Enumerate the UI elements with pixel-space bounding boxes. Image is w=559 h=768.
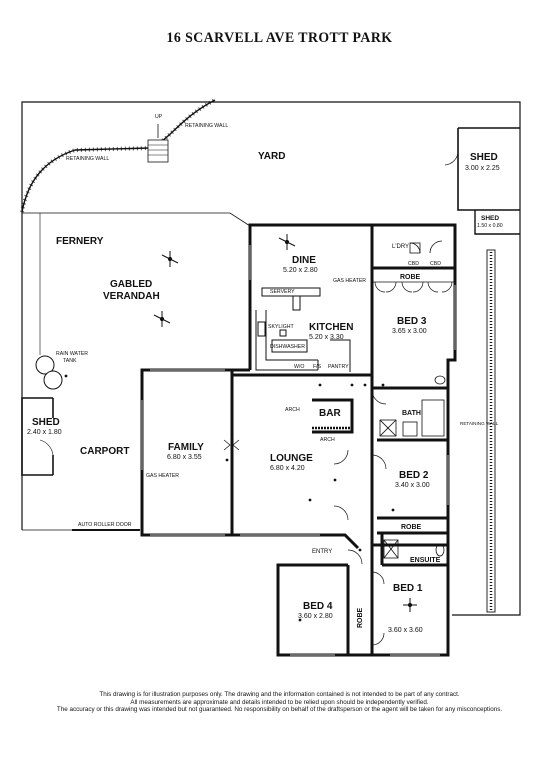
cbd-label-2: CBD <box>430 261 441 267</box>
shed-top-dim: 3.00 x 2.25 <box>465 165 500 172</box>
bar-label: BAR <box>319 408 341 419</box>
gabled-label: GABLED <box>110 279 152 290</box>
bath-fixtures <box>379 375 446 559</box>
entry-label: ENTRY <box>312 549 332 555</box>
rain-water-tank-icon <box>35 355 63 390</box>
bed4-label: BED 4 <box>303 601 333 612</box>
kitchen-dim: 5.20 x 3.30 <box>309 334 344 341</box>
shed-small-label: SHED <box>481 215 499 222</box>
marker-dots <box>64 374 395 622</box>
yard-label: YARD <box>258 151 285 162</box>
auto-roller-door-label: AUTO ROLLER DOOR <box>78 522 132 528</box>
window-lines <box>141 245 456 656</box>
bed1-dim: 3.60 x 3.60 <box>388 627 423 634</box>
arch-label-1: ARCH <box>285 407 300 413</box>
plan-title: 16 SCARVELL AVE TROTT PARK <box>166 30 393 46</box>
robe-doors <box>371 281 455 646</box>
bed4-dim: 3.60 x 2.80 <box>298 613 333 620</box>
rain-water-label: RAIN WATER <box>56 351 88 357</box>
dine-label: DINE <box>292 255 316 266</box>
bath-label: BATH <box>402 410 421 417</box>
dishwasher-label: DISHWASHER <box>270 344 305 350</box>
laundry-fixtures <box>409 240 443 254</box>
bed3-label: BED 3 <box>397 316 427 327</box>
gas-heater-dine-label: GAS HEATER <box>333 278 366 284</box>
retaining-wall-right <box>486 249 496 613</box>
servery-label: SERVERY <box>270 289 295 295</box>
property-boundary <box>21 101 521 616</box>
retaining-wall-right-label: RETAINING WALL <box>460 421 499 426</box>
kitchen-label: KITCHEN <box>309 322 353 333</box>
verandah-label: VERANDAH <box>103 291 160 302</box>
shed-left <box>21 397 54 476</box>
kitchen-fixtures <box>255 287 352 430</box>
shed-top <box>444 127 520 211</box>
disclaimer-line: All measurements are approximate and det… <box>130 698 429 706</box>
laundry-label: L'DRY <box>392 244 409 250</box>
retaining-wall-top-label: RETAINING WALL <box>185 123 228 129</box>
disclaimer-line: This drawing is for illustration purpose… <box>99 691 460 698</box>
fernery-label: FERNERY <box>56 236 104 247</box>
shed-small <box>474 209 520 235</box>
shed-top-label: SHED <box>470 152 498 163</box>
fridge-space-label: F/S <box>313 364 322 370</box>
arch-label-2: ARCH <box>320 437 335 443</box>
lounge-label: LOUNGE <box>270 453 313 464</box>
disclaimer: This drawing is for illustration purpose… <box>20 691 539 714</box>
ensuite-label: ENSUITE <box>410 557 441 564</box>
retaining-wall-curve <box>20 98 216 213</box>
robe-bed2-label: ROBE <box>401 524 422 531</box>
pantry-label: PANTRY <box>328 364 349 370</box>
shed-left-dim: 2.40 x 1.80 <box>27 429 62 436</box>
door-swings <box>223 389 387 565</box>
skylight-label: SKYLIGHT <box>268 324 294 330</box>
family-label: FAMILY <box>168 442 204 453</box>
walk-in-label: W/O <box>294 364 304 370</box>
lounge-dim: 6.80 x 4.20 <box>270 465 305 472</box>
family-dim: 6.80 x 3.55 <box>167 454 202 461</box>
shed-left-label: SHED <box>32 417 60 428</box>
verandah-outline <box>22 212 251 355</box>
bed2-label: BED 2 <box>399 470 429 481</box>
bed1-label: BED 1 <box>393 583 423 594</box>
cbd-label-1: CBD <box>408 261 419 267</box>
gas-heater-family-label: GAS HEATER <box>146 473 179 479</box>
up-label: UP <box>155 114 163 120</box>
carport-label: CARPORT <box>80 446 129 457</box>
shed-small-dim: 1.50 x 0.80 <box>477 223 503 229</box>
bed2-dim: 3.40 x 3.00 <box>395 482 430 489</box>
retaining-wall-left-label: RETAINING WALL <box>66 156 109 162</box>
robe-bed3-label: ROBE <box>400 274 421 281</box>
ceiling-fan-icon <box>153 234 417 612</box>
disclaimer-line: The accuracy or this drawing was intende… <box>56 706 503 714</box>
bed3-dim: 3.65 x 3.00 <box>392 328 427 335</box>
robe-bed1-label: ROBE <box>357 607 364 628</box>
dine-dim: 5.20 x 2.80 <box>283 267 318 274</box>
tank-label: TANK <box>63 358 77 364</box>
